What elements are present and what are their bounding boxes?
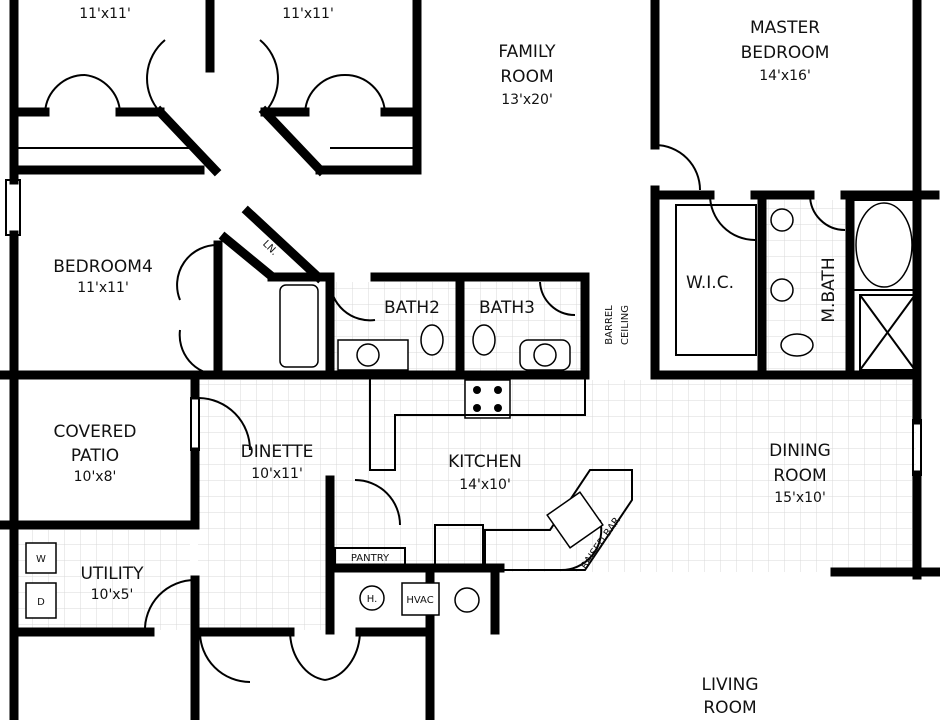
bedroom-top-left-dims: 11'x11' xyxy=(79,6,131,22)
sink-bath2 xyxy=(356,343,380,367)
dryer-label: D xyxy=(37,597,45,608)
toilet-bath3 xyxy=(472,324,496,356)
master-bath-label: M.BATH xyxy=(819,257,839,322)
water-heater xyxy=(359,585,385,611)
kitchen-counter xyxy=(369,378,586,471)
utility-dims: 10'x5' xyxy=(91,587,134,603)
door-swings xyxy=(44,39,846,683)
sink-mbath-1 xyxy=(770,208,794,232)
dinette-dims: 10'x11' xyxy=(251,466,303,482)
wic-shelf xyxy=(675,204,757,356)
family-room-label: FAMILY xyxy=(498,42,556,62)
family-room-label-2: ROOM xyxy=(500,67,553,87)
wic-label: W.I.C. xyxy=(686,273,734,293)
pantry-label: PANTRY xyxy=(351,553,390,564)
washer-label: W xyxy=(36,554,46,565)
dining-room-label: DINING xyxy=(769,441,831,461)
covered-patio-label: COVERED xyxy=(54,422,137,442)
bath3-label: BATH3 xyxy=(479,298,535,318)
dryer xyxy=(25,582,57,619)
hvac-return xyxy=(454,587,480,613)
sink-mbath-2 xyxy=(770,278,794,302)
toilet-mbath xyxy=(780,333,814,357)
heater-label: H. xyxy=(367,594,378,605)
family-room-dims: 13'x20' xyxy=(501,92,553,108)
covered-patio-label-2: PATIO xyxy=(71,446,119,466)
covered-patio-dims: 10'x8' xyxy=(74,469,117,485)
garden-tub xyxy=(855,202,913,288)
dining-room-label-2: ROOM xyxy=(773,466,826,486)
bedroom4-dims: 11'x11' xyxy=(77,280,129,296)
bedroom4-label: BEDROOM4 xyxy=(53,257,153,277)
dining-room-dims: 15'x10' xyxy=(774,490,826,506)
master-bedroom-label: MASTER xyxy=(750,18,820,38)
washer xyxy=(25,542,57,574)
bath2-label: BATH2 xyxy=(384,298,440,318)
sink-bath3 xyxy=(533,343,557,367)
kitchen-label: KITCHEN xyxy=(448,452,522,472)
fixtures xyxy=(25,199,916,619)
master-bedroom-dims: 14'x16' xyxy=(759,68,811,84)
bedroom-top-right-dims: 11'x11' xyxy=(282,6,334,22)
kitchen-dims: 14'x10' xyxy=(459,477,511,493)
bathtub xyxy=(279,284,319,368)
hvac-label: HVAC xyxy=(406,595,433,606)
utility-label: UTILITY xyxy=(80,564,144,584)
barrel-ceiling-label: BARREL xyxy=(604,305,615,345)
kitchen-sink xyxy=(546,491,604,549)
hvac-unit xyxy=(401,582,440,616)
stove xyxy=(464,379,511,419)
toilet-bath2 xyxy=(420,324,444,356)
dishwasher xyxy=(434,524,484,568)
living-room-label-2: ROOM xyxy=(703,698,756,718)
living-room-label: LIVING xyxy=(701,675,758,695)
master-bedroom-label-2: BEDROOM xyxy=(741,43,830,63)
barrel-ceiling-label-2: CEILING xyxy=(620,305,631,345)
dinette-label: DINETTE xyxy=(241,442,314,462)
shower xyxy=(859,294,916,371)
